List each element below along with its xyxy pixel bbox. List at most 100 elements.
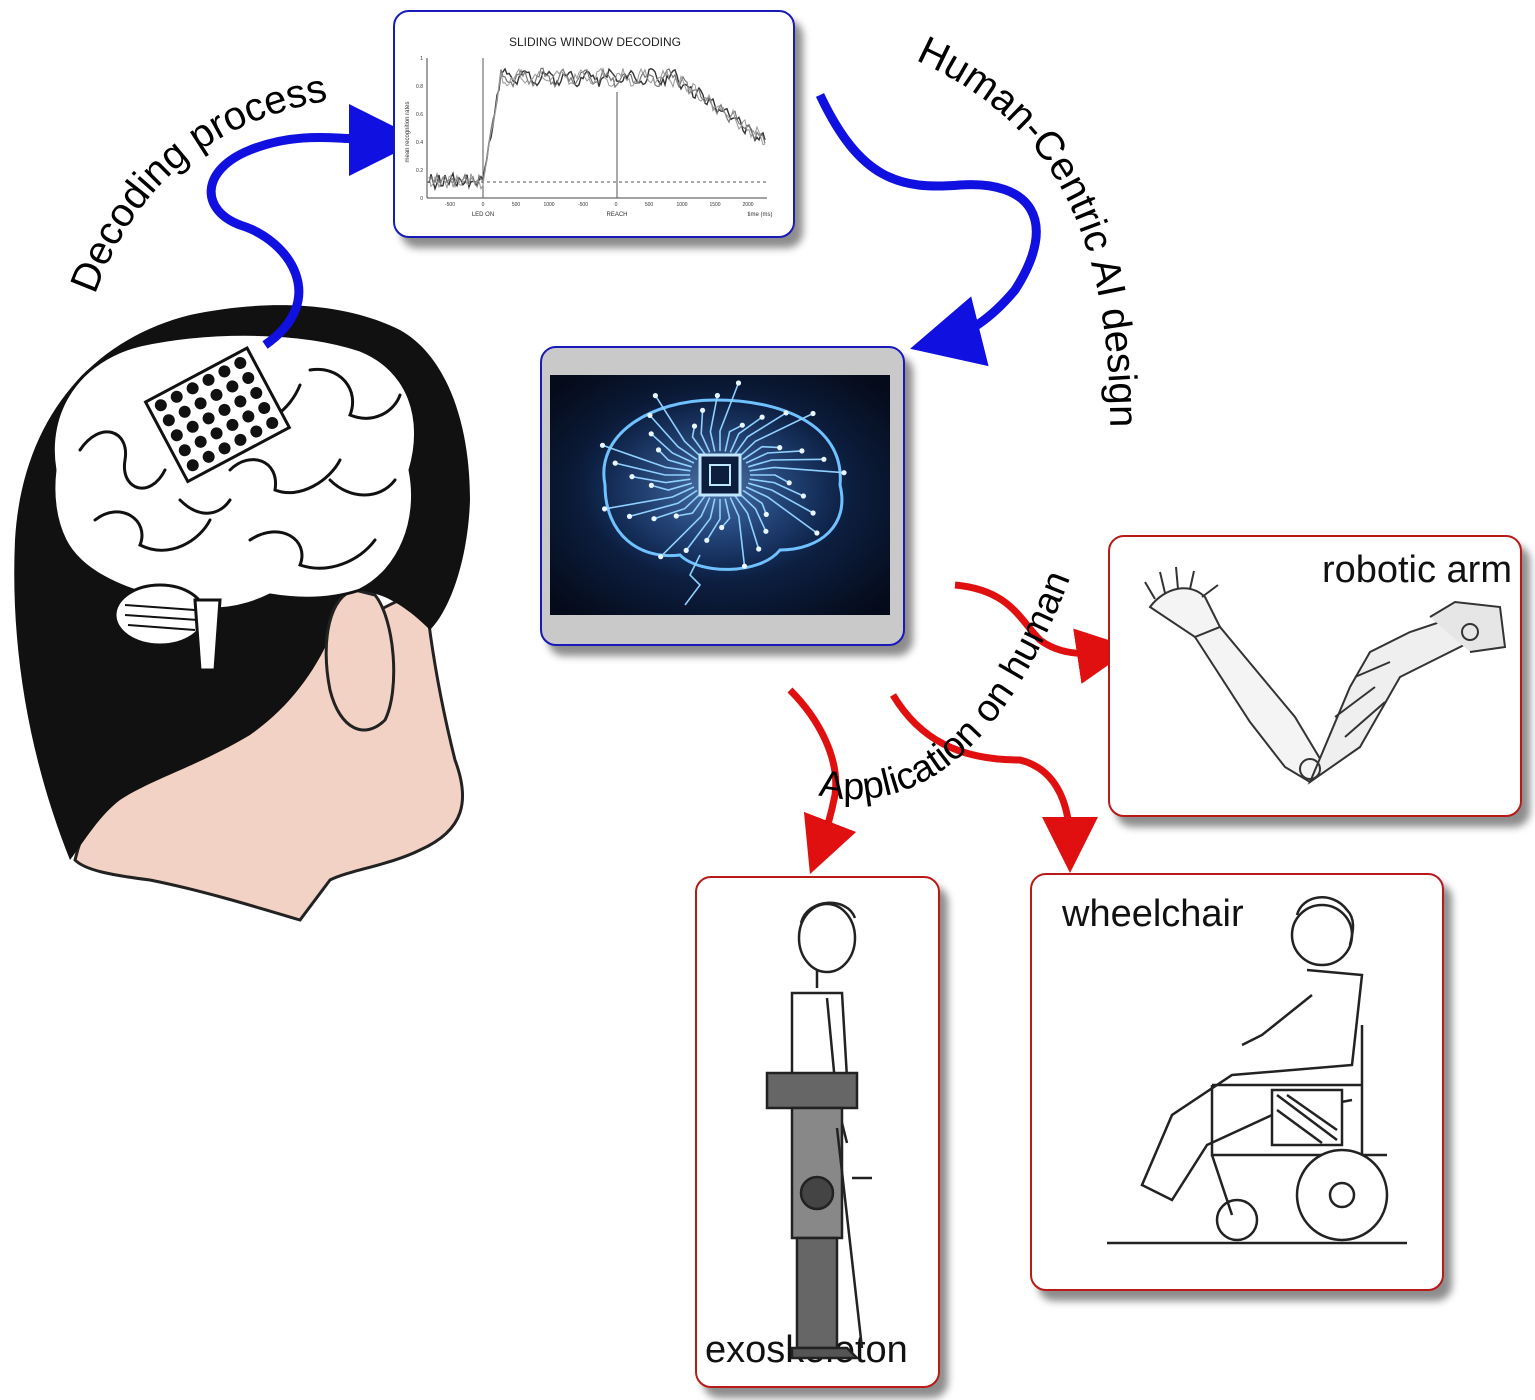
electrode-dot [202, 450, 215, 463]
electrode-dot [242, 410, 255, 423]
chart-x-tick: 0 [482, 202, 485, 208]
ai-circuit-node [783, 410, 789, 416]
ai-circuit-trace [724, 424, 743, 452]
chart-y-tick: 0.8 [416, 84, 423, 90]
chart-y-tick: 0.4 [416, 140, 423, 146]
ai-circuit-trace [745, 450, 802, 464]
chart-x-unit: time (ms) [748, 212, 773, 218]
ai-circuit-node [841, 470, 847, 476]
ai-circuit-trace [742, 489, 768, 515]
ai-circuit-node [658, 554, 664, 560]
ai-circuit-trace [649, 414, 698, 461]
ai-circuit-trace [700, 410, 711, 453]
ai-circuit-trace [654, 395, 702, 458]
ai-circuit-node [673, 513, 679, 519]
ai-circuit-node [739, 422, 745, 428]
chart-x-tick: 0 [615, 202, 618, 208]
red-arrow-robotic-arm [954, 581, 1133, 684]
electrode-dot [202, 412, 215, 425]
ai-circuit-node [777, 445, 783, 451]
ai-circuit-trace [602, 444, 691, 472]
ai-circuit-trace [721, 498, 731, 529]
ai-chip-icon [698, 453, 742, 497]
electrode-dot [178, 405, 191, 418]
ai-circuit-node [691, 423, 698, 429]
robotic-arm-drawing [1144, 566, 1507, 785]
robotic-arm-box: robotic arm [1108, 535, 1522, 817]
ai-circuit-node [763, 511, 769, 517]
electrode-dot [234, 433, 247, 446]
electrode-dot [162, 414, 175, 427]
ai-circuit-node [810, 410, 816, 417]
chart-x-tick: -500 [578, 202, 588, 208]
ai-circuit-node [652, 393, 658, 399]
electrode-dot [194, 397, 207, 410]
electrode-dot [194, 435, 207, 448]
wheelchair-box: wheelchair [1030, 873, 1444, 1291]
electrode-dot [250, 386, 263, 399]
ai-circuit-node [821, 456, 827, 462]
blue-arrow-ai-design [815, 93, 1041, 367]
label-human-centric-ai-design: Human-Centric AI design [911, 28, 1145, 427]
ai-circuit-trace [650, 433, 695, 464]
chart-ylabel: mean recognition rates [405, 101, 411, 162]
chart-x-tick: 500 [512, 202, 521, 208]
electrode-dot [218, 442, 231, 455]
decoding-chart-box: SLIDING WINDOW DECODING mean recognition… [393, 10, 795, 238]
ai-circuit-node [756, 546, 762, 552]
red-arrow-exoskeleton [787, 687, 857, 875]
ai-circuit-node [786, 480, 792, 486]
ai-circuit-trace [729, 497, 746, 567]
electrode-dot [170, 390, 183, 403]
electrode-dot [170, 429, 183, 442]
ai-circuit-trace [706, 499, 721, 541]
chart-x-tick: 1000 [676, 202, 687, 208]
ai-circuit-node [800, 493, 806, 499]
electrode-dot [226, 380, 239, 393]
electrode-dot [226, 418, 239, 431]
chart-y-tick: 0 [420, 196, 423, 202]
ai-circuit-node [735, 380, 742, 386]
ai-circuit-trace [651, 482, 693, 491]
ai-circuit-trace [653, 492, 702, 520]
ai-circuit-node [714, 392, 720, 399]
chart-title: SLIDING WINDOW DECODING [509, 35, 681, 49]
ai-circuit-node [763, 528, 769, 534]
ai-circuit-node [741, 563, 748, 569]
chart-event-reach: REACH [606, 212, 627, 218]
chart-x-tick: 2000 [742, 202, 753, 208]
ai-circuit-node [799, 448, 805, 454]
ai-circuit-node [810, 510, 816, 516]
ai-circuit-nodes [599, 380, 847, 569]
electrode-array [143, 346, 292, 484]
electrode-dot [218, 403, 231, 416]
electrode-dot [186, 420, 199, 433]
exoskeleton-drawing [765, 901, 872, 1360]
chart-series-2 [428, 67, 766, 189]
electrode-dot [210, 427, 223, 440]
electrode-dot [210, 388, 223, 401]
ai-circuit-trace [676, 495, 706, 517]
ai-circuit-trace [615, 462, 690, 476]
chart-y-tick: 0.2 [416, 168, 423, 174]
ai-circuit-node [719, 524, 725, 531]
ai-circuit-node [704, 537, 710, 543]
ai-circuit-trace [738, 412, 814, 458]
ai-circuit-node [655, 447, 662, 453]
ai-brain-box [540, 346, 905, 646]
ai-circuit-trace [685, 498, 716, 551]
human-head-illustration [14, 305, 470, 922]
electrode-dot [258, 402, 271, 415]
ai-circuit-traces [602, 382, 845, 567]
chart-y-tick: 1 [420, 56, 423, 62]
ai-circuit-trace [729, 416, 763, 453]
ai-circuit-node [602, 506, 608, 512]
ai-circuit-trace [691, 425, 706, 455]
ai-circuit-trace [734, 495, 760, 550]
electrode-dot [154, 399, 167, 412]
ai-circuit-trace [631, 475, 691, 484]
ai-circuit-node [700, 407, 706, 413]
chart-x-tick: 500 [645, 202, 654, 208]
